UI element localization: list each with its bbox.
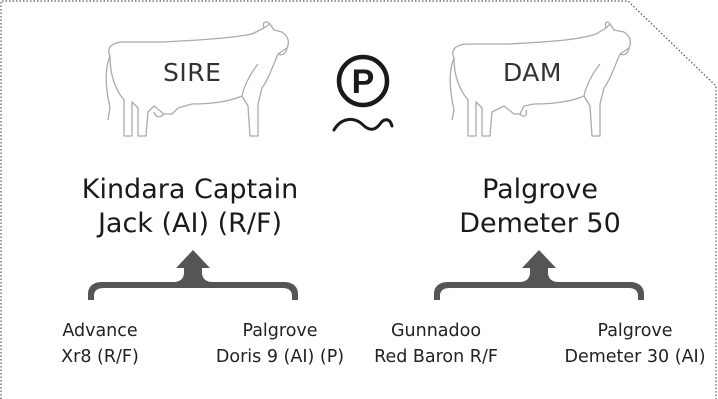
sire-sire-line2: Xr8 (R/F) [61, 347, 139, 367]
dam-dam-name: Palgrove Demeter 30 (AI) [560, 318, 710, 370]
sire-sire-name: Advance Xr8 (R/F) [40, 318, 160, 370]
sire-label: SIRE [163, 58, 222, 87]
polled-p-icon: P [332, 54, 394, 132]
dam-label: DAM [503, 58, 562, 87]
dam-sire-name: Gunnadoo Red Baron R/F [366, 318, 506, 370]
sire-cow-icon [105, 21, 289, 137]
dam-dam-line2: Demeter 30 (AI) [564, 347, 706, 367]
sire-lineage-bracket [88, 250, 298, 300]
dam-lineage-bracket [434, 250, 644, 300]
dam-sire-line1: Gunnadoo [390, 321, 482, 341]
dam-sire-line2: Red Baron R/F [374, 347, 498, 367]
dam-dam-line1: Palgrove [597, 321, 673, 341]
sire-name: Kindara Captain Jack (AI) (R/F) [70, 173, 310, 241]
dam-cow-icon [449, 21, 631, 137]
sire-dam-line1: Palgrove [242, 321, 318, 341]
dam-name: Palgrove Demeter 50 [420, 173, 660, 241]
sire-dam-name: Palgrove Doris 9 (AI) (P) [205, 318, 355, 370]
sire-dam-line2: Doris 9 (AI) (P) [215, 347, 345, 367]
sire-name-line2: Jack (AI) (R/F) [97, 208, 283, 239]
dam-name-line2: Demeter 50 [459, 208, 621, 239]
polled-letter: P [352, 63, 375, 101]
dam-name-line1: Palgrove [482, 174, 598, 205]
sire-sire-line1: Advance [62, 321, 138, 341]
sire-name-line1: Kindara Captain [81, 174, 299, 205]
